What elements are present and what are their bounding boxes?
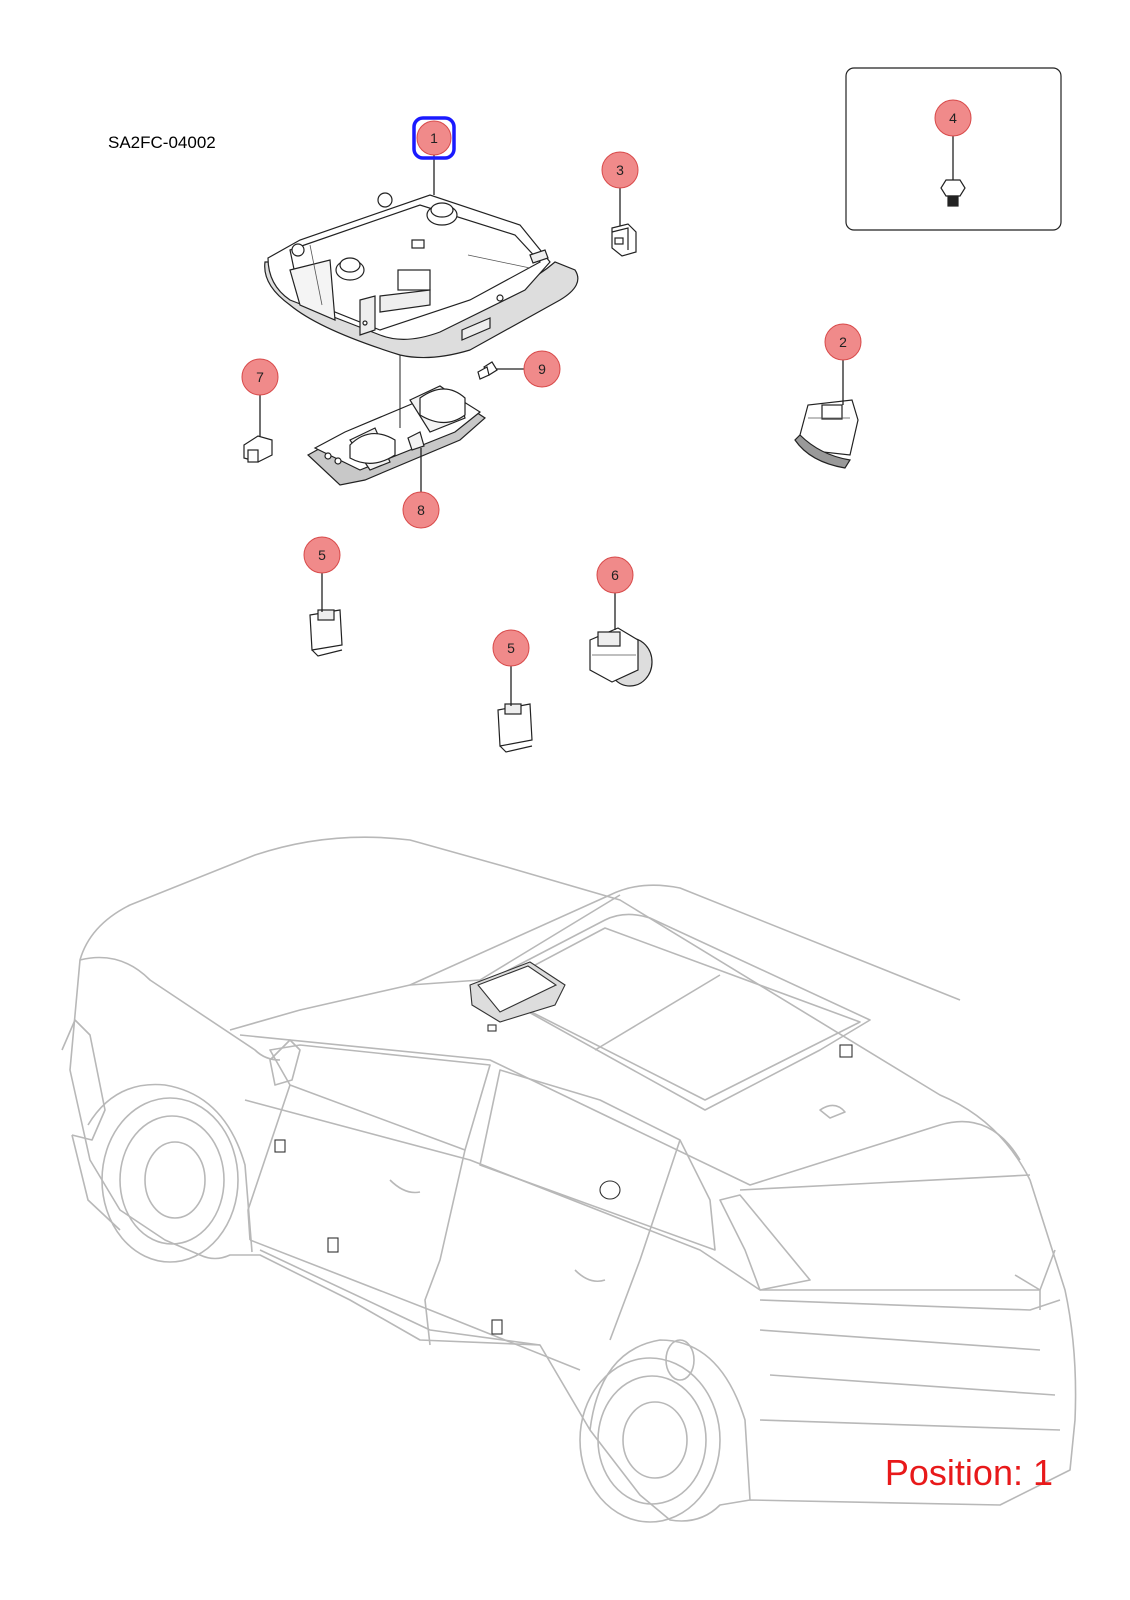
part-overhead-console[interactable] bbox=[264, 192, 579, 359]
vehicle-installed-parts bbox=[274, 961, 853, 1335]
callout-5-center-label: 5 bbox=[507, 640, 515, 656]
part-screw-9[interactable] bbox=[477, 361, 498, 380]
part-bolt-4[interactable] bbox=[940, 179, 966, 207]
callout-5-center[interactable]: 5 bbox=[492, 629, 530, 667]
callout-1[interactable]: 1 bbox=[412, 116, 456, 160]
callout-4[interactable]: 4 bbox=[934, 99, 972, 137]
callout-6[interactable]: 6 bbox=[596, 556, 634, 594]
callout-4-label: 4 bbox=[949, 110, 957, 126]
selected-callout-highlight bbox=[412, 116, 456, 160]
part-lamp-5-center[interactable] bbox=[497, 703, 533, 753]
callout-9-label: 9 bbox=[538, 361, 546, 377]
callout-2-label: 2 bbox=[839, 334, 847, 350]
part-clip-3[interactable] bbox=[611, 223, 637, 257]
position-label: Position: 1 bbox=[884, 1452, 1053, 1493]
callout-3-label: 3 bbox=[616, 162, 624, 178]
callout-9[interactable]: 9 bbox=[523, 350, 561, 388]
part-lamp-lens[interactable] bbox=[306, 385, 486, 486]
part-clip-7[interactable] bbox=[243, 435, 273, 463]
part-lamp-5-left[interactable] bbox=[309, 609, 343, 657]
callout-5-left-label: 5 bbox=[318, 547, 326, 563]
callout-1-label: 1 bbox=[430, 130, 438, 146]
callout-8[interactable]: 8 bbox=[402, 491, 440, 529]
part-switch-6[interactable] bbox=[589, 627, 653, 687]
callout-7-label: 7 bbox=[256, 369, 264, 385]
callout-8-label: 8 bbox=[417, 502, 425, 518]
part-module-2[interactable] bbox=[794, 399, 859, 469]
callout-5-left[interactable]: 5 bbox=[303, 536, 341, 574]
vehicle-outline bbox=[61, 836, 1077, 1523]
callout-6-label: 6 bbox=[611, 567, 619, 583]
detail-inset-box bbox=[845, 67, 1062, 231]
callout-7[interactable]: 7 bbox=[241, 358, 279, 396]
callout-3[interactable]: 3 bbox=[601, 151, 639, 189]
callout-2[interactable]: 2 bbox=[824, 323, 862, 361]
diagram-code: SA2FC-04002 bbox=[108, 133, 216, 152]
